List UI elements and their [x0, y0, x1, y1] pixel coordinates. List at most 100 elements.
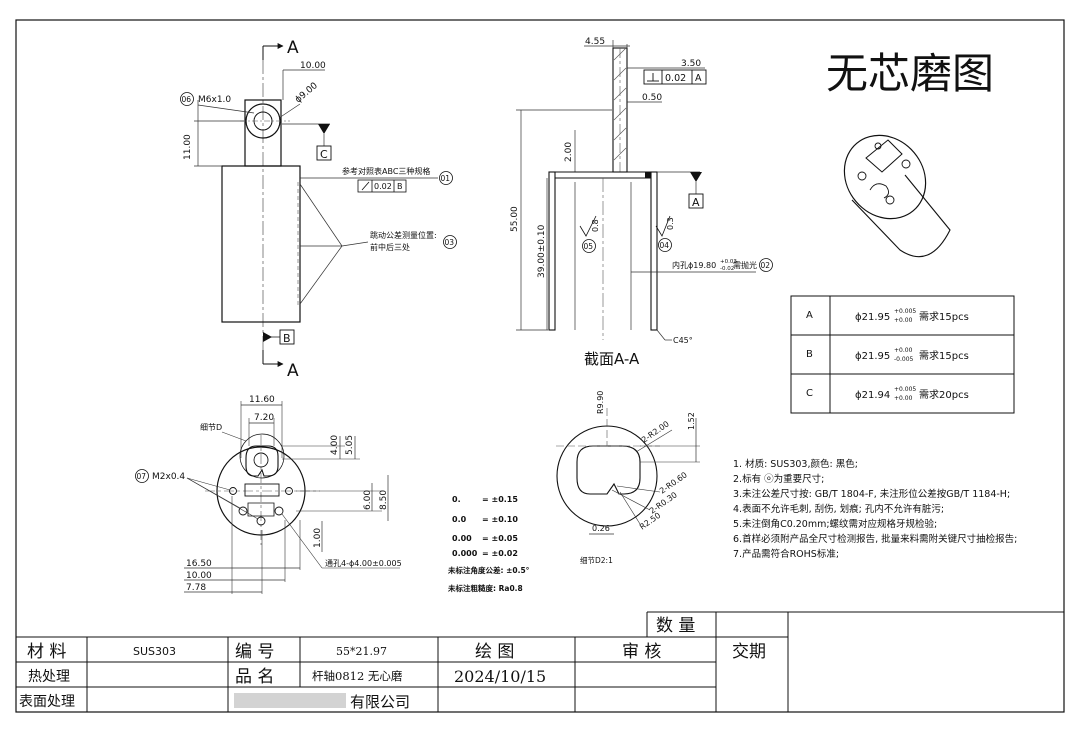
through-hole: 通孔4-ϕ4.00±0.005 — [325, 558, 402, 568]
name-value: 杆轴0812 无心磨 — [312, 669, 403, 683]
datum-b: B — [283, 332, 291, 345]
tol-value-2: = ±0.05 — [482, 534, 518, 543]
dim-0-50: 0.50 — [642, 93, 662, 103]
spec-low-a: +0.00 — [894, 317, 913, 324]
tol-precision-1: 0.0 — [452, 515, 467, 524]
dia-9: ϕ9.00 — [294, 81, 321, 106]
spec-key-c: C — [806, 388, 813, 399]
tol-precision-0: 0. — [452, 495, 461, 504]
spec-low-b: -0.005 — [894, 356, 914, 363]
m2-thread: M2x0.4 — [152, 472, 185, 482]
perp-datum: A — [695, 73, 702, 84]
front-view: A 10.00 06 M6x1.0 ϕ9.00 11.00 C — [180, 38, 457, 381]
callout-07: 07 — [137, 472, 147, 481]
dim-2-00: 2.00 — [564, 142, 574, 162]
datum-a: A — [692, 196, 700, 209]
runout-note-1: 跳动公差测量位置: — [370, 230, 437, 240]
detail-r2-50: R2.50 — [638, 511, 662, 532]
dim-7-20: 7.20 — [254, 413, 274, 423]
thread-m6: M6x1.0 — [198, 95, 231, 105]
spec-up-b: +0.00 — [894, 347, 913, 354]
dim-55: 55.00 — [510, 206, 520, 232]
tol-precision-2: 0.00 — [452, 534, 472, 543]
note-3: 3.未注公差尺寸按: GB/T 1804-F, 未注形位公差按GB/T 1184… — [733, 488, 1010, 500]
perp-tol: 0.02 — [665, 73, 686, 84]
note-5: 5.未注倒角C0.20mm;螺纹需对应规格牙规检验; — [733, 518, 937, 530]
date-value: 2024/10/15 — [454, 667, 546, 686]
spec-dia-c: ϕ21.94 — [855, 390, 890, 401]
detail-0-26: 0.26 — [592, 524, 610, 533]
callout-01: 01 — [441, 174, 451, 183]
spec-dia-b: ϕ21.95 — [855, 351, 890, 362]
bore-tol-low: -0.02 — [720, 266, 734, 272]
iso-view — [843, 134, 951, 258]
title-block: 数 量 材 料 SUS303 编 号 55*21.97 绘 图 审 核 交期 热… — [16, 611, 1064, 712]
chamfer-c45: C45° — [673, 336, 693, 345]
ref-note: 参考对照表ABC三种规格 — [342, 166, 430, 176]
tol-value-3: = ±0.02 — [482, 549, 518, 558]
datum-c: C — [320, 148, 328, 161]
spec-dia-a: ϕ21.95 — [855, 312, 890, 323]
end-view: 11.60 7.20 细节D 4.00 5.05 6.00 8.50 1.00 … — [135, 395, 402, 594]
dim-3-50: 3.50 — [681, 59, 701, 69]
callout-06: 06 — [182, 95, 192, 104]
bore-tol-up: +0.03 — [720, 259, 737, 265]
drawing-title: 无芯磨图 — [826, 49, 994, 98]
review-label: 审 核 — [622, 642, 661, 662]
dim-4-00: 4.00 — [330, 435, 340, 455]
note-6: 6.首样必须附产品全尺寸检测报告, 批量来料需附关键尺寸抽检报告; — [733, 533, 1017, 545]
spec-up-a: +0.005 — [894, 308, 916, 315]
company-value: 有限公司 — [350, 693, 410, 711]
dim-4-55: 4.55 — [585, 37, 605, 47]
spec-key-a: A — [806, 310, 813, 321]
dim-16-50: 16.50 — [186, 559, 212, 569]
callout-02: 02 — [761, 261, 771, 270]
detail-2r2: 2-R2.00 — [640, 419, 671, 444]
heat-label: 热处理 — [28, 669, 70, 685]
tol-precision-3: 0.000 — [452, 549, 478, 558]
dim-11-60: 11.60 — [249, 395, 275, 405]
runout-tol: 0.02 — [374, 182, 392, 191]
spec-key-b: B — [806, 349, 813, 360]
detail-scale-label: 细节D2:1 — [580, 555, 613, 565]
spec-qty-a: 需求15pcs — [919, 311, 969, 323]
section-view: 4.55 3.50 0.02 A 0.50 2.00 — [510, 37, 773, 368]
delivery-label: 交期 — [732, 642, 766, 662]
bore-note: 内孔ϕ19.80 — [672, 260, 716, 270]
drawing-border — [15, 19, 1065, 713]
spec-table: A ϕ21.95 +0.005 +0.00 需求15pcs B ϕ21.95 +… — [790, 295, 1015, 414]
drawn-label: 绘 图 — [475, 642, 514, 662]
callout-04: 04 — [660, 241, 670, 250]
spec-qty-b: 需求15pcs — [919, 350, 969, 362]
material-value: SUS303 — [133, 645, 176, 658]
company-blur — [234, 693, 346, 708]
dim-11: 11.00 — [183, 134, 193, 160]
rough-0-3: 0.3 — [666, 217, 675, 230]
tolerance-table: 0. = ±0.15 0.0 = ±0.10 0.00 = ±0.05 0.00… — [448, 495, 530, 593]
detail-1-52: 1.52 — [687, 412, 696, 430]
tol-value-1: = ±0.10 — [482, 515, 518, 524]
dim-39: 39.00±0.10 — [537, 224, 547, 278]
note-7: 7.产品需符合ROHS标准; — [733, 548, 839, 560]
dim-7-78: 7.78 — [186, 583, 206, 593]
bore-suffix: 需抛光 — [733, 260, 757, 270]
dim-10: 10.00 — [300, 61, 326, 71]
detail-d-label: 细节D — [200, 422, 222, 432]
detail-view: R9.90 2-R2.00 1.52 2-R0.60 2-R0.30 R2.50… — [556, 391, 700, 565]
note-2: 2.标有 ⓞ为重要尺寸; — [733, 473, 824, 485]
section-caption: 截面A-A — [584, 350, 640, 368]
dim-6-00: 6.00 — [363, 490, 373, 510]
dim-10-00: 10.00 — [186, 571, 212, 581]
material-label: 材 料 — [27, 642, 66, 662]
note-1: 1. 材质: SUS303,颜色: 黑色; — [733, 458, 858, 470]
dim-1-00: 1.00 — [313, 528, 323, 548]
surface-label: 表面处理 — [19, 694, 75, 710]
note-4: 4.表面不允许毛刺, 刮伤, 划痕; 孔内不允许有脏污; — [733, 503, 944, 515]
tol-value-0: = ±0.15 — [482, 495, 518, 504]
runout-datum: B — [397, 182, 403, 191]
number-label: 编 号 — [235, 642, 274, 662]
angle-tol: 未标注角度公差: ±0.5° — [448, 565, 530, 575]
callout-05: 05 — [584, 242, 594, 251]
rough-0-8: 0.8 — [591, 219, 600, 232]
callout-03: 03 — [445, 238, 455, 247]
